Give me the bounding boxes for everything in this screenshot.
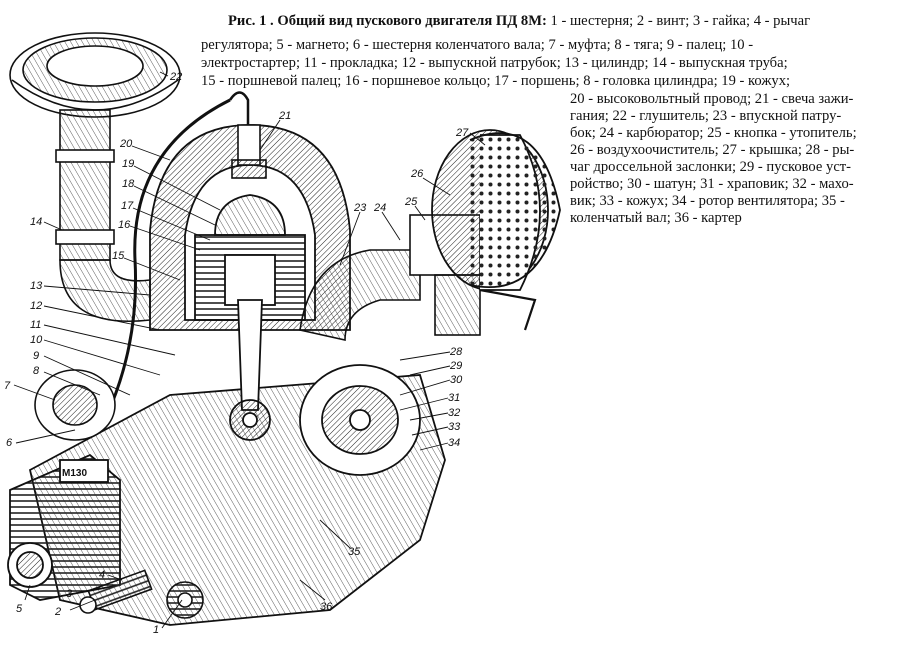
caption-line-3: электростартер; 11 - прокладка; 12 - вып… xyxy=(201,55,788,71)
pinion-gear xyxy=(166,581,204,619)
callout-2: 2 xyxy=(54,606,61,618)
caption-line-1: Рис. 1 . Общий вид пускового двигателя П… xyxy=(228,13,811,29)
callout-32: 32 xyxy=(448,407,460,419)
intake-pipe xyxy=(299,249,421,341)
caption-line-2: регулятора; 5 - магнето; 6 - шестерня ко… xyxy=(201,37,754,53)
cylinder-shroud xyxy=(149,124,351,331)
callout-4: 4 xyxy=(99,569,105,581)
callout-30: 30 xyxy=(450,374,463,386)
callout-17: 17 xyxy=(121,200,134,212)
callout-20: 20 xyxy=(119,138,133,150)
callout-5: 5 xyxy=(16,603,23,615)
callout-27: 27 xyxy=(455,127,469,139)
callout-28: 28 xyxy=(449,346,463,358)
caption-line-7: бок; 24 - карбюратор; 25 - кнопка - утоп… xyxy=(570,125,857,141)
callout-9: 9 xyxy=(33,350,39,362)
callout-12: 12 xyxy=(30,300,42,312)
connecting-rod xyxy=(229,299,271,441)
callout-15: 15 xyxy=(112,250,125,262)
callout-25: 25 xyxy=(404,196,418,208)
callout-36: 36 xyxy=(320,601,333,613)
callout-14: 14 xyxy=(30,216,42,228)
coupling xyxy=(34,369,116,441)
caption-line-9: чаг дроссельной заслонки; 29 - пусковое … xyxy=(570,159,852,175)
callout-29: 29 xyxy=(449,360,462,372)
silencer xyxy=(9,32,181,118)
magneto-plate-label: М130 xyxy=(62,468,87,479)
magneto xyxy=(7,453,121,601)
callout-16: 16 xyxy=(118,219,131,231)
callout-35: 35 xyxy=(348,546,361,558)
leader-lines xyxy=(13,71,486,629)
callout-8: 8 xyxy=(33,365,40,377)
callout-23: 23 xyxy=(353,202,367,214)
callout-13: 13 xyxy=(30,280,43,292)
exhaust-pipe xyxy=(55,109,151,322)
callout-34: 34 xyxy=(448,437,460,449)
callout-10: 10 xyxy=(30,334,43,346)
callout-22: 22 xyxy=(169,71,182,83)
callout-19: 19 xyxy=(122,158,134,170)
caption-line-4: 15 - поршневой палец; 16 - поршневое кол… xyxy=(201,73,791,89)
caption-line-11: вик; 33 - кожух; 34 - ротор вентилятора;… xyxy=(570,193,845,209)
callout-21: 21 xyxy=(278,110,291,122)
spark-plug xyxy=(228,91,267,179)
caption-line-8: 26 - воздухоочиститель; 27 - крышка; 28 … xyxy=(570,142,855,158)
caption-line-5: 20 - высоковольтный провод; 21 - свеча з… xyxy=(570,91,854,107)
callout-7: 7 xyxy=(4,380,11,392)
callout-33: 33 xyxy=(448,421,461,433)
hv-wire xyxy=(98,98,231,431)
caption-line-10: ройство; 30 - шатун; 31 - храповик; 32 -… xyxy=(570,176,854,192)
callout-6: 6 xyxy=(6,437,13,449)
callout-11: 11 xyxy=(30,319,41,331)
callout-26: 26 xyxy=(410,168,424,180)
callout-31: 31 xyxy=(448,392,460,404)
callout-18: 18 xyxy=(122,178,135,190)
callout-labels: 1 2 3 4 5 6 7 8 9 10 11 12 13 14 15 16 1… xyxy=(4,71,469,636)
caption-line-6: гания; 22 - глушитель; 23 - впускной пат… xyxy=(570,108,842,124)
callout-3: 3 xyxy=(66,588,73,600)
callout-24: 24 xyxy=(373,202,386,214)
caption-line-12: коленчатый вал; 36 - картер xyxy=(570,210,742,226)
callout-1: 1 xyxy=(153,624,159,636)
air-cleaner xyxy=(431,129,561,291)
